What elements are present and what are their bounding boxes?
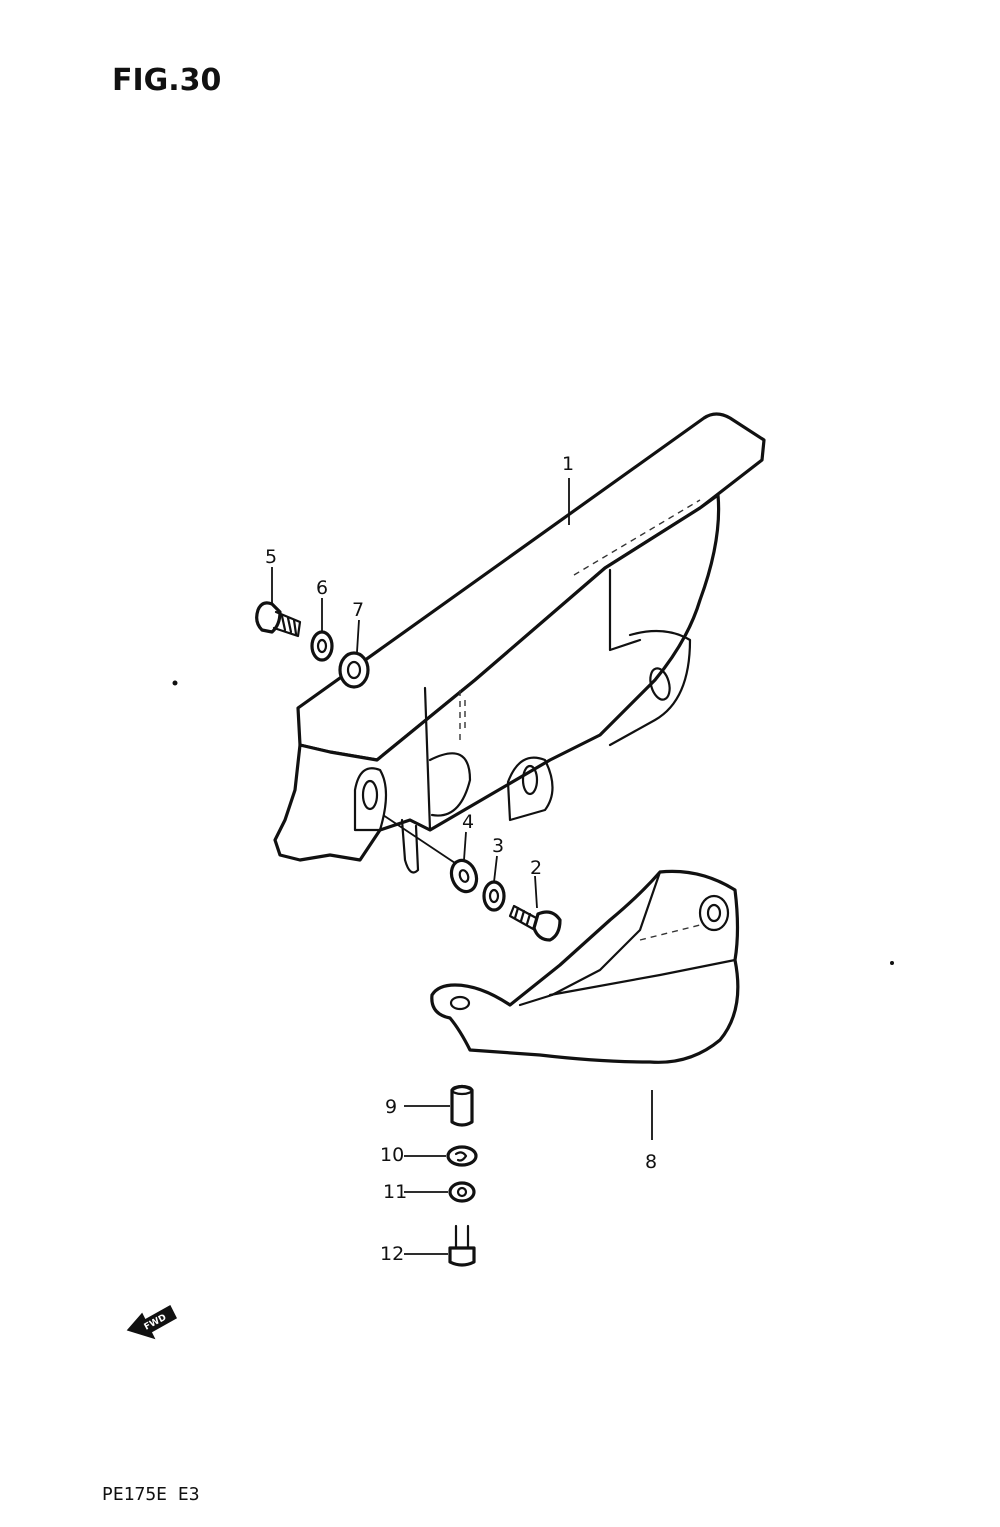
part-10-washer bbox=[446, 1145, 478, 1167]
part-3-lock-washer bbox=[482, 880, 506, 912]
figure-title: FIG.30 bbox=[112, 63, 221, 98]
part-7-collar bbox=[338, 651, 370, 689]
callout-10: 10 bbox=[380, 1144, 404, 1166]
part-8-bracket bbox=[430, 869, 740, 1064]
callout-12: 12 bbox=[380, 1243, 404, 1265]
callout-3: 3 bbox=[492, 835, 504, 857]
forward-arrow-icon: FWD bbox=[126, 1304, 177, 1340]
leader-lines bbox=[271, 478, 653, 1255]
part-6-lock-washer bbox=[310, 630, 334, 662]
part-2-bolt bbox=[508, 904, 562, 942]
callout-6: 6 bbox=[316, 577, 328, 599]
callout-1: 1 bbox=[562, 453, 574, 475]
footer-model-code: PE175E E3 bbox=[102, 1484, 200, 1505]
speck bbox=[172, 680, 178, 686]
callout-2: 2 bbox=[530, 857, 542, 879]
callout-11: 11 bbox=[383, 1181, 407, 1203]
callout-4: 4 bbox=[462, 811, 474, 833]
callout-8: 8 bbox=[645, 1151, 657, 1173]
part-1-chain-case bbox=[273, 412, 766, 874]
part-9-sleeve bbox=[450, 1084, 474, 1127]
part-12-bolt bbox=[448, 1224, 476, 1267]
callout-5: 5 bbox=[265, 546, 277, 568]
callout-7: 7 bbox=[352, 599, 364, 621]
part-5-bolt bbox=[255, 601, 302, 638]
part-11-lock-washer bbox=[448, 1181, 476, 1203]
callout-9: 9 bbox=[385, 1096, 397, 1118]
part-4-washer bbox=[449, 858, 479, 894]
speck bbox=[890, 961, 894, 965]
